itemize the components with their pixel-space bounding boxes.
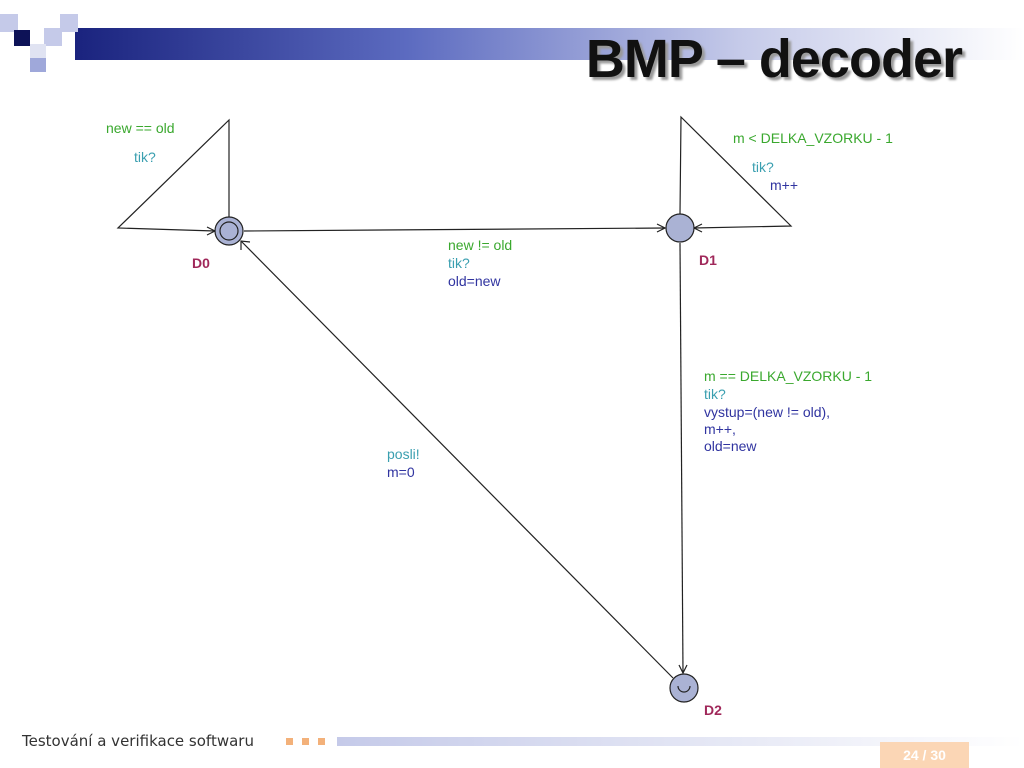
transition-edges xyxy=(116,115,793,679)
edge-d0-to-d1[interactable] xyxy=(243,227,666,232)
update-d1-d2-line3: old=new xyxy=(704,438,757,454)
urgent-marker xyxy=(677,685,691,693)
edge-d1-to-d2[interactable] xyxy=(679,242,684,674)
page-number: 24 / 30 xyxy=(880,742,969,768)
state-label-d1: D1 xyxy=(699,252,717,268)
sync-d0-self: tik? xyxy=(134,149,156,165)
edge-d0-self-loop[interactable] xyxy=(116,118,230,232)
state-d2[interactable] xyxy=(669,673,699,703)
sync-d1-self: tik? xyxy=(752,159,774,175)
sync-d2-d0: posli! xyxy=(387,446,420,462)
footer-dot xyxy=(286,738,293,745)
footer-course-title: Testování a verifikace softwaru xyxy=(22,732,254,750)
guard-d1-self: m < DELKA_VZORKU - 1 xyxy=(733,130,893,146)
sync-d0-d1: tik? xyxy=(448,255,470,271)
deco-square-light xyxy=(30,44,46,60)
guard-d1-d2: m == DELKA_VZORKU - 1 xyxy=(704,368,872,384)
update-d1-self: m++ xyxy=(770,177,798,193)
state-labels: D0 D1 D2 xyxy=(192,252,722,718)
state-label-d2: D2 xyxy=(704,702,722,718)
update-d1-d2-line2: m++, xyxy=(704,421,736,437)
state-label-d0: D0 xyxy=(192,255,210,271)
footer-dot xyxy=(318,738,325,745)
deco-square-light xyxy=(60,14,78,32)
arrowhead-d1-d2 xyxy=(678,664,688,675)
update-d1-d2-line1: vystup=(new != old), xyxy=(704,404,830,420)
state-d0[interactable] xyxy=(214,216,244,246)
guard-d0-self: new == old xyxy=(106,120,175,136)
state-nodes xyxy=(214,213,699,703)
update-d2-d0: m=0 xyxy=(387,464,415,480)
edge-d2-to-d0[interactable] xyxy=(240,240,674,679)
deco-square-light xyxy=(44,28,62,46)
transition-labels: new == old tik? new != old tik? old=new … xyxy=(106,120,893,480)
deco-square-dark xyxy=(14,30,30,46)
header-band xyxy=(75,28,1024,60)
initial-marker xyxy=(219,221,239,241)
edge-d1-self-loop[interactable] xyxy=(679,115,793,229)
deco-square-light xyxy=(0,14,18,32)
footer-dot xyxy=(302,738,309,745)
sync-d1-d2: tik? xyxy=(704,386,726,402)
arrowhead-d0-d1 xyxy=(656,223,667,233)
deco-square-mid xyxy=(30,58,46,72)
arrowhead-d2-d0 xyxy=(240,240,251,250)
slide-title: BMP – decoder xyxy=(585,29,963,89)
guard-d0-d1: new != old xyxy=(448,237,512,253)
update-d0-d1: old=new xyxy=(448,273,501,289)
footer-band xyxy=(337,737,1024,746)
state-d1[interactable] xyxy=(665,213,695,243)
